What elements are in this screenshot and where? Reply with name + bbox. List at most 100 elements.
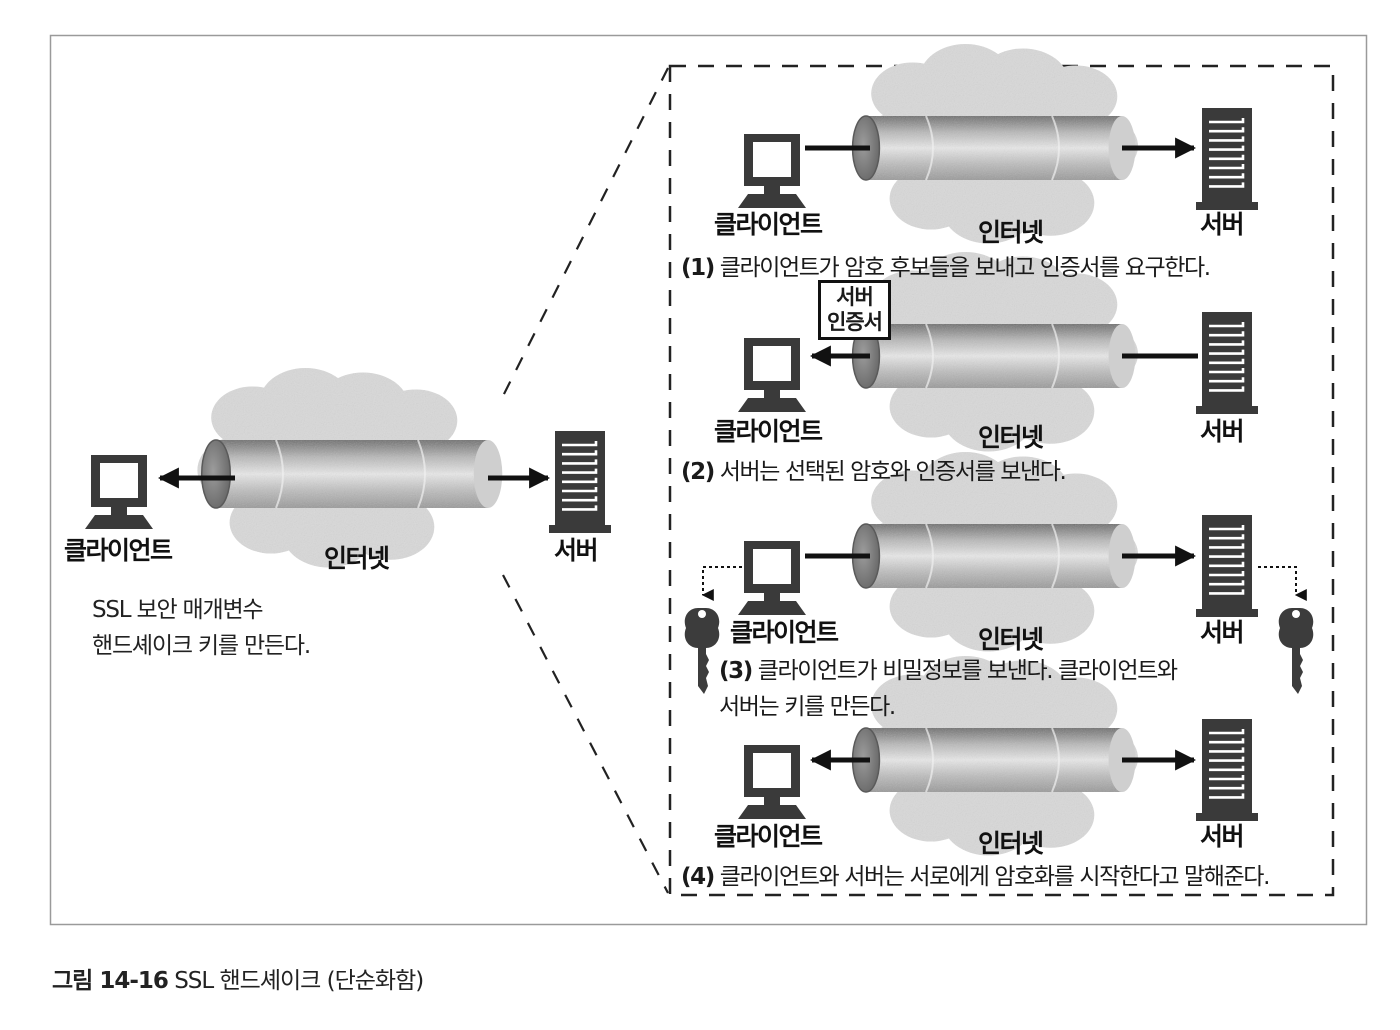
pipe-body <box>866 524 1122 588</box>
step2-number: (2) <box>681 459 715 485</box>
step3-internet-label: 인터넷 <box>978 625 1044 654</box>
step1-client-icon <box>738 134 806 208</box>
internet-cloud <box>857 656 1138 856</box>
server-slot <box>562 450 598 456</box>
detail-dashed-box <box>668 64 1335 897</box>
server-slot <box>1209 368 1245 374</box>
step2-internet-label: 인터넷 <box>978 423 1044 452</box>
figure-number: 그림 14-16 <box>52 968 169 994</box>
monitor-neck <box>764 390 780 398</box>
server-slot <box>1209 127 1245 133</box>
server-slot <box>1209 377 1245 383</box>
step3-server-icon <box>1196 515 1258 617</box>
server-slot <box>1209 358 1245 365</box>
internet-pipe <box>200 439 503 509</box>
zoom-guides <box>502 67 669 894</box>
monitor-screen <box>100 463 138 498</box>
server-slot <box>1209 136 1245 142</box>
server-slot <box>1209 182 1245 188</box>
server-slot <box>562 441 598 447</box>
key-hole <box>698 610 706 618</box>
step4-description: (4) 클라이언트와 서버는 서로에게 암호화를 시작한다고 말해준다. <box>681 857 1270 891</box>
keyboard-base <box>738 398 806 412</box>
pipe-near-opening <box>200 439 232 509</box>
step1-internet-label: 인터넷 <box>978 218 1044 247</box>
cloud-outline <box>925 115 934 181</box>
overview-description-line1: SSL 보안 매개변수 <box>92 597 264 623</box>
server-slot <box>1209 525 1245 531</box>
step2-client-label: 클라이언트 <box>714 417 823 446</box>
internet-pipe <box>851 727 1136 793</box>
figure-caption: 그림 14-16 SSL 핸드셰이크 (단순화함) <box>52 961 424 995</box>
monitor-screen <box>753 549 791 584</box>
server-slot <box>1209 386 1245 392</box>
server-certificate-line1: 서버 <box>836 285 874 309</box>
step3-client-icon <box>738 541 806 615</box>
step1-description: (1) 클라이언트가 암호 후보들을 보내고 인증서를 요구한다. <box>681 248 1211 282</box>
cloud-outline <box>417 439 426 509</box>
step3-text-line2: 서버는 키를 만든다. <box>719 694 896 720</box>
server-slot <box>1209 118 1245 124</box>
server-slot <box>562 459 598 465</box>
cloud-outline <box>1051 323 1060 389</box>
server-certificate-box: 서버 인증서 <box>818 280 891 340</box>
server-slot <box>1209 349 1245 355</box>
monitor-neck <box>764 186 780 194</box>
server-slot <box>1209 747 1245 753</box>
step4-client-label: 클라이언트 <box>714 822 823 851</box>
server-slot <box>1209 793 1245 799</box>
server-base <box>1196 406 1258 414</box>
key-hole <box>1292 610 1300 618</box>
outer-frame <box>49 34 1368 926</box>
client-key-dotted-arrow <box>701 566 742 601</box>
server-slot <box>562 487 598 493</box>
step1-scene <box>738 44 1258 244</box>
cloud-outline <box>925 323 934 389</box>
server-slot <box>1209 738 1245 744</box>
figure-title: SSL 핸드셰이크 (단순화함) <box>174 968 424 994</box>
step1-text: 클라이언트가 암호 후보들을 보내고 인증서를 요구한다. <box>719 255 1211 281</box>
monitor-neck <box>764 797 780 805</box>
cloud-outline <box>275 439 284 509</box>
server-slot <box>1209 561 1245 568</box>
server-base <box>1196 609 1258 617</box>
server-slot <box>1209 340 1245 346</box>
internet-pipe <box>851 323 1136 389</box>
keyboard-base <box>738 601 806 615</box>
step1-server-icon <box>1196 108 1258 210</box>
server-slot <box>1209 765 1245 772</box>
server-slot <box>1209 173 1245 179</box>
keyboard-base <box>738 194 806 208</box>
server-slot <box>1209 322 1245 328</box>
step2-client-icon <box>738 338 806 412</box>
step3-server-label: 서버 <box>1200 618 1245 647</box>
step4-server-label: 서버 <box>1200 822 1245 851</box>
overview-server-label: 서버 <box>554 536 599 565</box>
step2-text: 서버는 선택된 암호와 인증서를 보낸다. <box>719 459 1067 485</box>
step2-server-label: 서버 <box>1200 417 1245 446</box>
cloud-outline <box>1051 115 1060 181</box>
zoom-guide-bottom <box>502 574 669 894</box>
server-slot <box>1209 534 1245 540</box>
server-slot <box>562 505 598 511</box>
overview-client-icon <box>85 455 153 529</box>
monitor-neck <box>764 593 780 601</box>
server-slot <box>562 496 598 502</box>
cloud-outline <box>925 523 934 589</box>
overview-description: SSL 보안 매개변수 핸드셰이크 키를 만든다. <box>92 592 311 664</box>
step1-number: (1) <box>681 255 715 281</box>
network-scenes <box>85 44 1314 856</box>
server-slot <box>1209 589 1245 595</box>
step3-text-line1: 클라이언트가 비밀정보를 보낸다. 클라이언트와 <box>757 658 1178 684</box>
step4-client-icon <box>738 745 806 819</box>
keyboard-base <box>85 515 153 529</box>
step3-client-label: 클라이언트 <box>730 618 839 647</box>
server-slot <box>1209 571 1245 577</box>
server-slot <box>1209 729 1245 735</box>
step2-scene <box>738 252 1258 452</box>
server-slot <box>1209 543 1245 549</box>
step3-description: (3) 클라이언트가 비밀정보를 보낸다. 클라이언트와 서버는 키를 만든다. <box>719 653 1178 725</box>
cloud-outline <box>1051 727 1060 793</box>
step2-server-icon <box>1196 312 1258 414</box>
